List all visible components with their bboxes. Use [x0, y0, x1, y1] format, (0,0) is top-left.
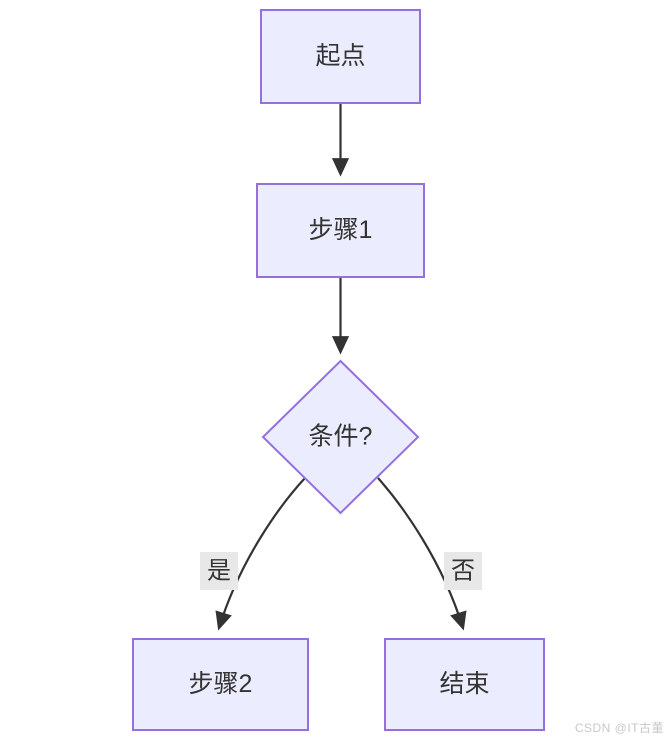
node-condition-label: 条件? [309, 423, 373, 451]
edge-cond-to-step2 [215, 477, 306, 631]
node-end-label: 结束 [439, 670, 489, 698]
node-start[interactable]: 起点 [260, 9, 421, 104]
node-start-label: 起点 [315, 42, 365, 70]
edge-label-yes-background [200, 552, 238, 590]
node-step2-shape[interactable] [132, 638, 309, 731]
node-condition[interactable]: 条件? [261, 359, 420, 515]
edge-label-no: 否 [444, 552, 482, 590]
node-step1-label: 步骤1 [309, 216, 373, 244]
node-step1-shape[interactable] [256, 183, 425, 278]
edge-label-yes-text: 是 [207, 557, 231, 584]
node-end-shape[interactable] [384, 638, 545, 731]
edge-label-no-text: 否 [451, 557, 475, 584]
node-end[interactable]: 结束 [384, 638, 545, 731]
edge-group [215, 103, 467, 631]
edge-label-no-background [444, 552, 482, 590]
node-step2-label: 步骤2 [189, 670, 253, 698]
edge-cond-to-end [377, 477, 467, 631]
node-step1[interactable]: 步骤1 [256, 183, 425, 278]
edge-label-yes: 是 [200, 552, 238, 590]
node-condition-shape[interactable] [261, 359, 420, 515]
node-start-shape[interactable] [260, 9, 421, 104]
node-step2[interactable]: 步骤2 [132, 638, 309, 731]
csdn-watermark: CSDN @IT古董 [574, 721, 664, 735]
